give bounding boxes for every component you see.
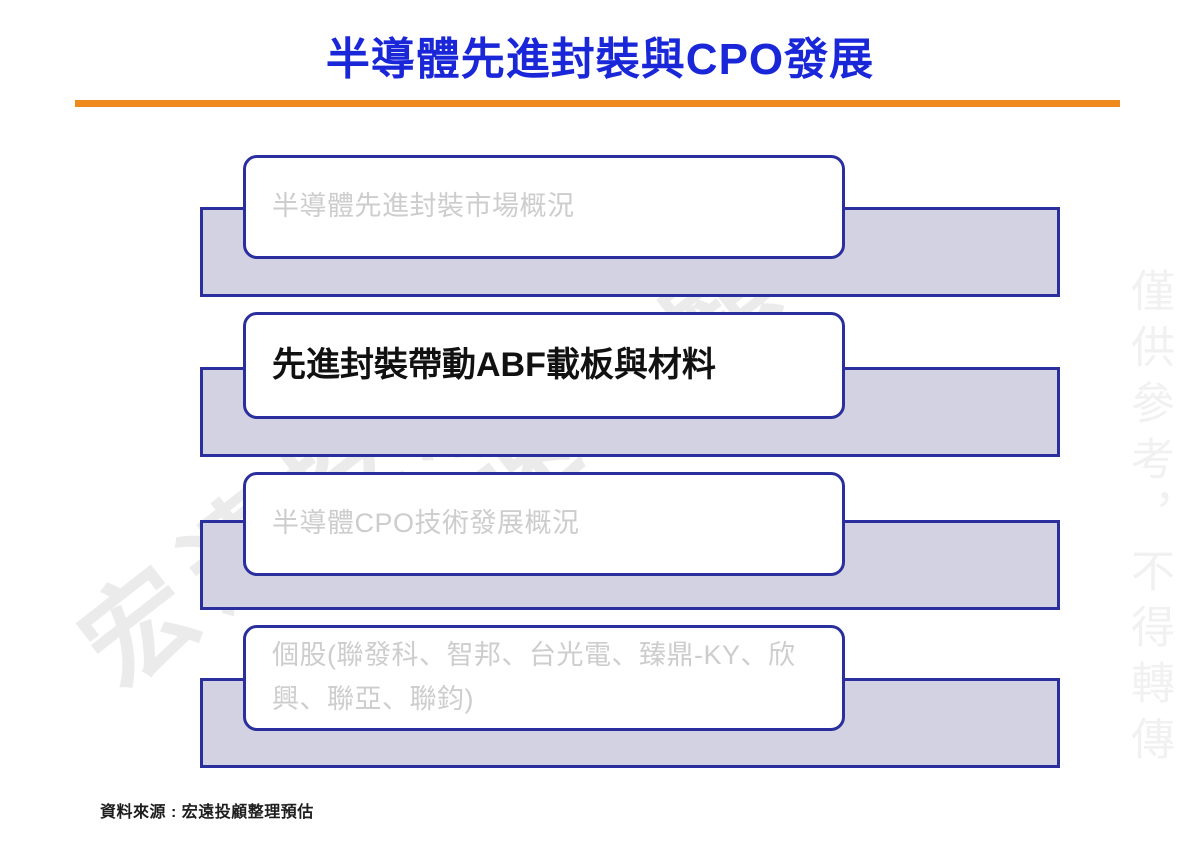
agenda-row-card[interactable]: 半導體先進封裝市場概況 (243, 155, 845, 259)
agenda-row-label: 先進封裝帶動ABF載板與材料 (272, 345, 716, 384)
agenda-row-label: 個股(聯發科、智邦、台光電、臻鼎-KY、欣興、聯亞、聯鈞) (272, 640, 796, 714)
agenda-row-label: 半導體先進封裝市場概況 (272, 191, 575, 222)
agenda-row-card[interactable]: 先進封裝帶動ABF載板與材料 (243, 312, 845, 419)
source-note: 資料來源 : 宏遠投顧整理預估 (100, 804, 314, 821)
slide-header: 半導體先進封裝與CPO發展 (0, 0, 1200, 107)
agenda-row-card[interactable]: 個股(聯發科、智邦、台光電、臻鼎-KY、欣興、聯亞、聯鈞) (243, 625, 845, 731)
page-title: 半導體先進封裝與CPO發展 (325, 35, 875, 84)
title-divider-rule (75, 100, 1120, 107)
agenda-row-label: 半導體CPO技術發展概況 (272, 508, 580, 539)
agenda-row-card[interactable]: 半導體CPO技術發展概況 (243, 472, 845, 576)
